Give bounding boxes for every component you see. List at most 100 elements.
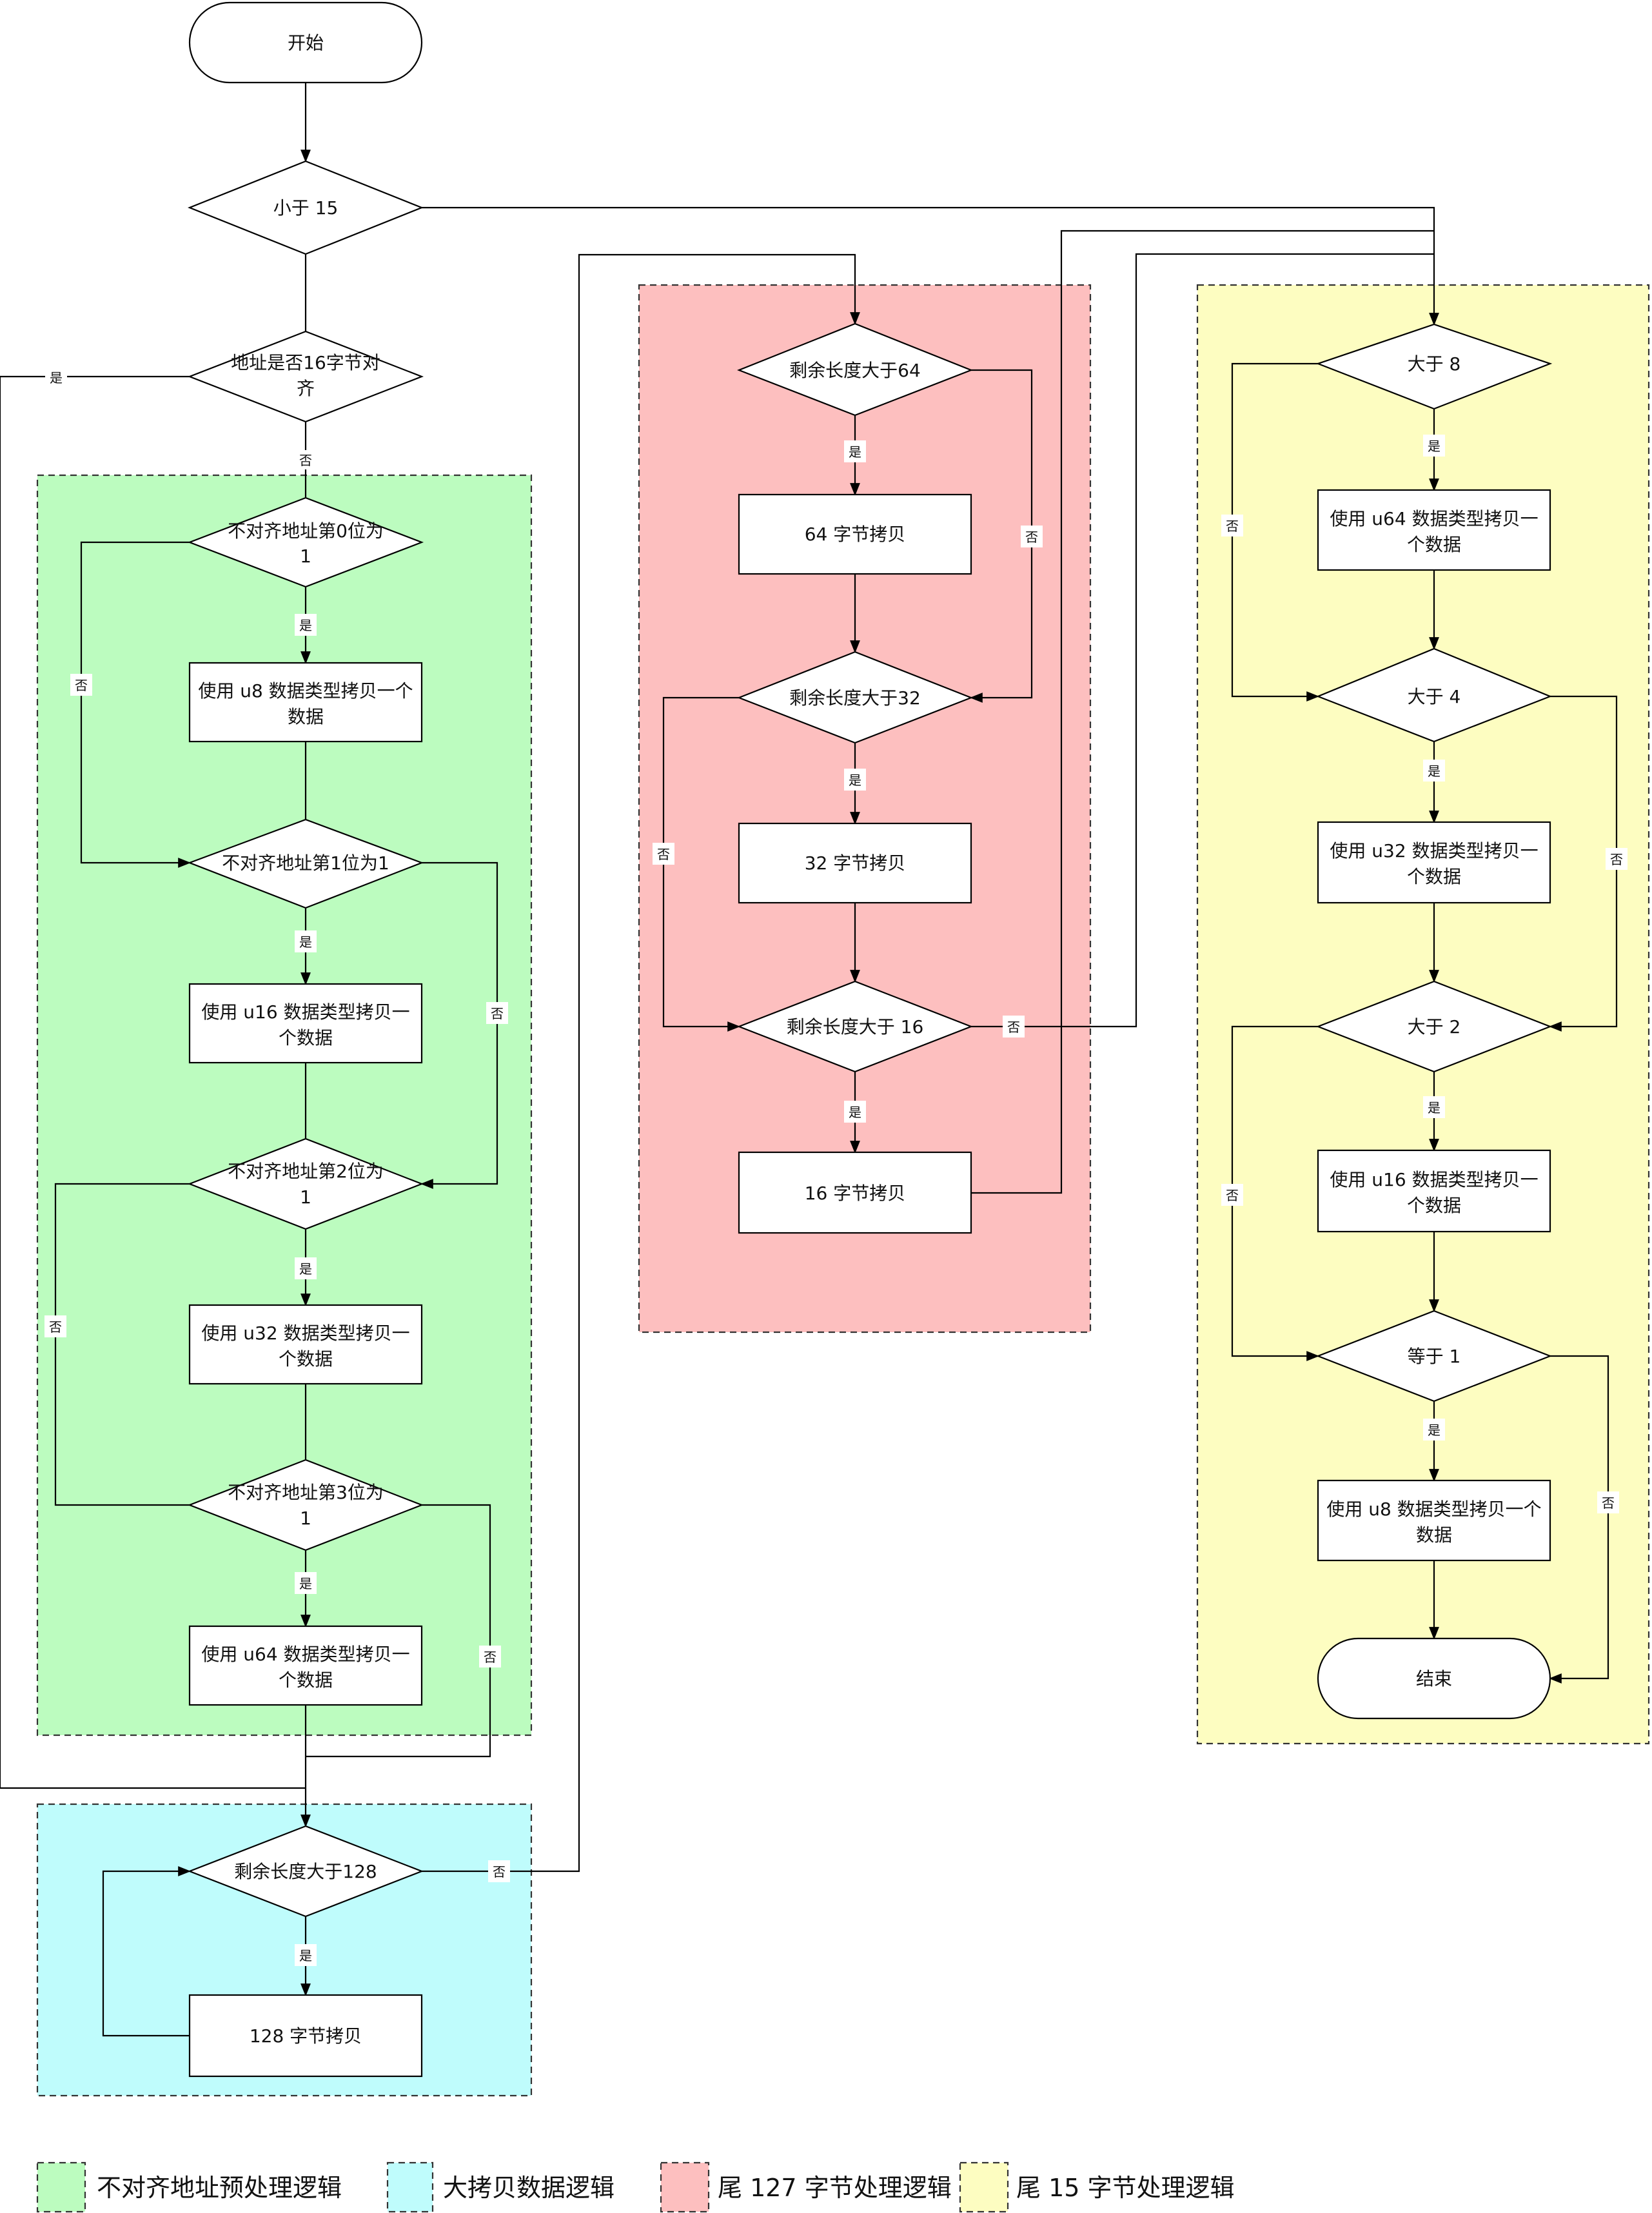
svg-text:齐: 齐 <box>297 378 315 399</box>
svg-text:是: 是 <box>849 772 861 788</box>
edge-label-bit2-no: 否 <box>44 1315 66 1337</box>
svg-text:否: 否 <box>1025 529 1038 545</box>
edge-label-eq1-no: 否 <box>1597 1491 1619 1513</box>
edge-label-gt32-yes: 是 <box>844 769 866 791</box>
svg-text:个数据: 个数据 <box>1407 1195 1461 1216</box>
edge-label-bit1-yes: 是 <box>295 930 317 952</box>
svg-text:是: 是 <box>299 934 312 950</box>
legend-swatch-green <box>36 2161 86 2213</box>
end-terminal: 结束 <box>1317 1637 1551 1720</box>
decision-remaining-gt-128: 剩余长度大于128 <box>187 1825 424 1918</box>
svg-text:64 字节拷贝: 64 字节拷贝 <box>805 524 906 545</box>
process-128-byte-copy: 128 字节拷贝 <box>188 1994 423 2078</box>
svg-text:个数据: 个数据 <box>1407 534 1461 555</box>
svg-text:不对齐地址第1位为1: 不对齐地址第1位为1 <box>222 852 389 874</box>
edge-label-bit0-no: 否 <box>70 674 92 696</box>
decision-remaining-gt-16: 剩余长度大于 16 <box>736 980 974 1073</box>
decision-bit2: 不对齐地址第2位为 1 <box>187 1137 424 1230</box>
process-u32-copy: 使用 u32 数据类型拷贝一 个数据 <box>188 1304 423 1385</box>
svg-text:是: 是 <box>1428 1100 1441 1116</box>
svg-text:使用 u32 数据类型拷贝一: 使用 u32 数据类型拷贝一 <box>201 1323 409 1344</box>
decision-remaining-gt-64: 剩余长度大于64 <box>737 322 973 417</box>
svg-text:是: 是 <box>299 618 312 633</box>
svg-text:是: 是 <box>299 1576 312 1591</box>
decision-greater-than-8: 大于 8 <box>1315 323 1553 410</box>
svg-text:大于 4: 大于 4 <box>1408 686 1461 707</box>
svg-text:使用 u8 数据类型拷贝一个: 使用 u8 数据类型拷贝一个 <box>1326 1499 1541 1520</box>
svg-text:否: 否 <box>493 1864 506 1880</box>
svg-text:剩余长度大于128: 剩余长度大于128 <box>234 1861 377 1882</box>
svg-text:剩余长度大于32: 剩余长度大于32 <box>789 687 921 709</box>
edge-label-gt128-yes: 是 <box>295 1944 317 1966</box>
svg-text:1: 1 <box>300 546 311 567</box>
edge-label-gt4-yes: 是 <box>1423 760 1445 782</box>
svg-text:剩余长度大于 16: 剩余长度大于 16 <box>787 1016 924 1038</box>
svg-text:数据: 数据 <box>288 706 324 727</box>
edge-label-gt16-no: 否 <box>1003 1016 1025 1038</box>
svg-text:大于 8: 大于 8 <box>1408 353 1461 375</box>
decision-equals-1: 等于 1 <box>1315 1310 1553 1402</box>
decision-greater-than-4: 大于 4 <box>1316 647 1552 743</box>
svg-text:不对齐地址第0位为: 不对齐地址第0位为 <box>228 520 384 542</box>
svg-text:不对齐地址第2位为: 不对齐地址第2位为 <box>228 1161 384 1182</box>
svg-text:否: 否 <box>1226 1188 1239 1203</box>
edge-label-gt16-yes: 是 <box>844 1101 866 1123</box>
edge-labels: 是 否 是 否 是 否 是 否 是 否 是 否 是 否 是 否 是 否 是 否 … <box>44 368 1627 1966</box>
legend-swatch-cyan <box>386 2161 434 2213</box>
decision-less-than-15: 小于 15 <box>188 160 424 255</box>
svg-text:结束: 结束 <box>1416 1668 1452 1689</box>
svg-text:不对齐地址第3位为: 不对齐地址第3位为 <box>228 1482 384 1503</box>
svg-text:16 字节拷贝: 16 字节拷贝 <box>805 1183 906 1204</box>
edge-label-aligned-no: 否 <box>295 450 317 469</box>
svg-text:1: 1 <box>300 1508 311 1529</box>
svg-text:个数据: 个数据 <box>1407 866 1461 887</box>
legend: 不对齐地址预处理逻辑 大拷贝数据逻辑 尾 127 字节处理逻辑 尾 15 字节处… <box>36 2161 1235 2213</box>
svg-text:个数据: 个数据 <box>279 1348 333 1370</box>
svg-text:否: 否 <box>49 1319 62 1335</box>
decision-greater-than-2: 大于 2 <box>1315 980 1553 1073</box>
svg-text:地址是否16字节对: 地址是否16字节对 <box>231 352 380 373</box>
legend-item-unaligned: 不对齐地址预处理逻辑 <box>36 2161 342 2213</box>
svg-text:使用 u16 数据类型拷贝一: 使用 u16 数据类型拷贝一 <box>1330 1169 1538 1190</box>
edge-label-bit2-yes: 是 <box>295 1257 317 1279</box>
edge-label-gt64-yes: 是 <box>844 440 866 462</box>
svg-text:否: 否 <box>657 847 670 862</box>
process-64-byte-copy: 64 字节拷贝 <box>738 493 972 575</box>
decision-aligned-16: 地址是否16字节对 齐 <box>187 330 424 423</box>
svg-text:大于 2: 大于 2 <box>1408 1016 1461 1038</box>
svg-text:是: 是 <box>849 444 861 460</box>
svg-text:是: 是 <box>50 370 63 386</box>
svg-text:是: 是 <box>1428 438 1441 454</box>
svg-text:否: 否 <box>491 1006 504 1021</box>
svg-text:开始: 开始 <box>288 32 324 54</box>
svg-text:是: 是 <box>849 1105 861 1120</box>
svg-text:是: 是 <box>299 1948 312 1963</box>
edge-label-gt64-no: 否 <box>1021 526 1043 547</box>
legend-item-tail-15: 尾 15 字节处理逻辑 <box>959 2161 1235 2213</box>
edge-label-bit0-yes: 是 <box>295 614 317 636</box>
svg-text:个数据: 个数据 <box>279 1669 333 1691</box>
svg-text:数据: 数据 <box>1416 1524 1452 1546</box>
process-32-byte-copy: 32 字节拷贝 <box>738 822 972 904</box>
svg-text:32 字节拷贝: 32 字节拷贝 <box>805 852 906 874</box>
legend-item-large-copy: 大拷贝数据逻辑 <box>386 2161 615 2213</box>
svg-text:否: 否 <box>1226 518 1239 534</box>
legend-swatch-red <box>660 2161 710 2213</box>
process-y-u32-copy: 使用 u32 数据类型拷贝一 个数据 <box>1317 821 1551 904</box>
svg-text:否: 否 <box>1610 852 1623 867</box>
svg-text:是: 是 <box>299 1261 312 1277</box>
process-16-byte-copy: 16 字节拷贝 <box>738 1151 972 1234</box>
svg-text:使用 u8 数据类型拷贝一个: 使用 u8 数据类型拷贝一个 <box>198 680 413 702</box>
process-y-u64-copy: 使用 u64 数据类型拷贝一 个数据 <box>1317 489 1551 571</box>
svg-text:否: 否 <box>75 678 88 693</box>
edge-label-gt2-yes: 是 <box>1423 1096 1445 1118</box>
edge-label-aligned-yes: 是 <box>45 368 67 387</box>
svg-text:使用 u64 数据类型拷贝一: 使用 u64 数据类型拷贝一 <box>201 1644 409 1665</box>
decision-bit0: 不对齐地址第0位为 1 <box>187 497 424 588</box>
svg-text:个数据: 个数据 <box>279 1027 333 1048</box>
legend-swatch-yellow <box>959 2161 1009 2213</box>
edge-label-gt8-yes: 是 <box>1423 435 1445 457</box>
edge-label-gt128-no: 否 <box>488 1860 510 1882</box>
edge-label-gt8-no: 否 <box>1221 515 1243 536</box>
